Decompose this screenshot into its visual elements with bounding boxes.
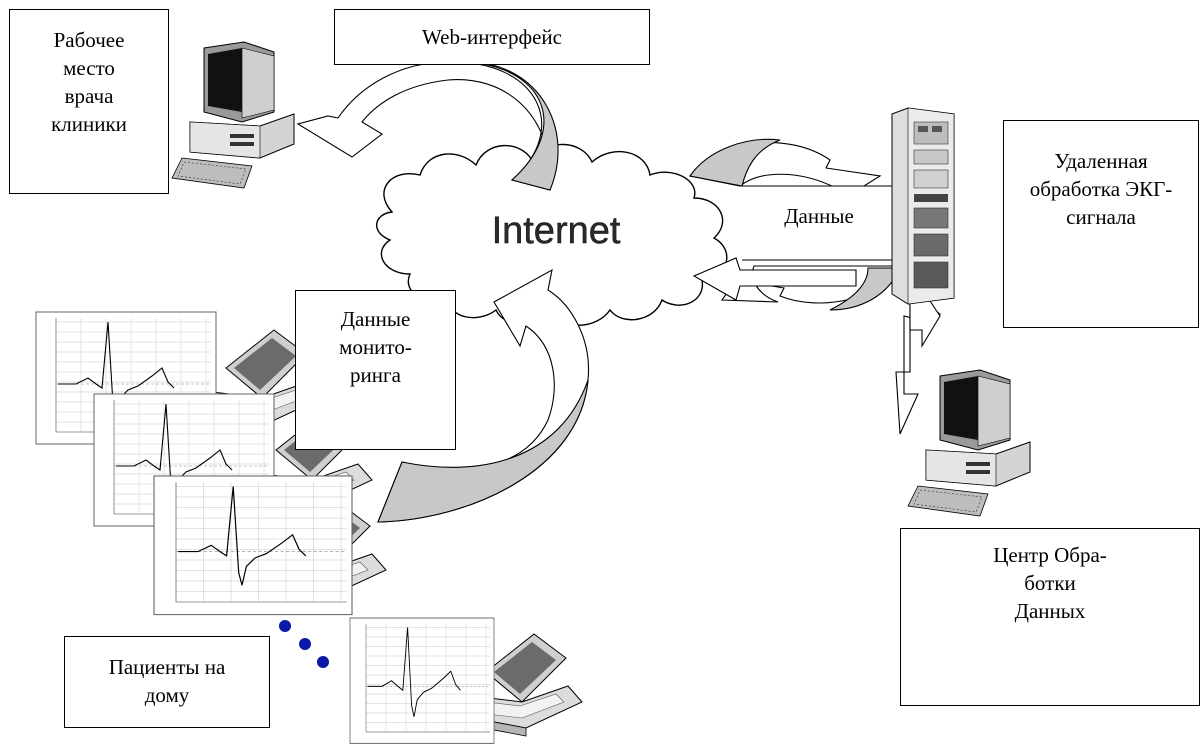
patient-station-4 — [349, 617, 583, 744]
ecg-chart-icon — [153, 475, 353, 616]
doctor-pc-icon — [171, 41, 295, 189]
monitoring-data-arrow — [377, 268, 590, 523]
web-interface-box: Web-интерфейс — [334, 9, 650, 65]
upload-arrow — [689, 138, 897, 261]
data-center-pc-icon — [907, 369, 1031, 517]
server-rack-icon — [891, 107, 955, 305]
data-center-box: Центр Обра- ботки Данных — [900, 528, 1200, 706]
doctor-workstation-box: Рабочее место врача клиники — [9, 9, 169, 194]
download-arrow — [692, 257, 904, 311]
web-interface-label: Web-интерфейс — [422, 25, 562, 49]
patients-home-box: Пациенты на дому — [64, 636, 270, 728]
remote-processing-label: Удаленная обработка ЭКГ- сигнала — [1029, 149, 1173, 229]
ecg-chart-icon — [349, 617, 495, 744]
monitoring-data-label: Данные монито- ринга — [339, 307, 412, 387]
server-to-center-arrow — [895, 285, 942, 435]
doctor-workstation-label: Рабочее место врача клиники — [51, 28, 127, 136]
data-label: Данные — [784, 204, 854, 228]
patients-home-label: Пациенты на дому — [108, 655, 226, 707]
data-center-label: Центр Обра- ботки Данных — [993, 543, 1107, 623]
monitoring-data-box: Данные монито- ринга — [295, 290, 456, 450]
internet-label: Internet — [492, 210, 621, 252]
remote-processing-box: Удаленная обработка ЭКГ- сигнала — [1003, 120, 1199, 328]
ellipsis-dots — [279, 620, 329, 668]
patient-station-3 — [153, 475, 387, 616]
